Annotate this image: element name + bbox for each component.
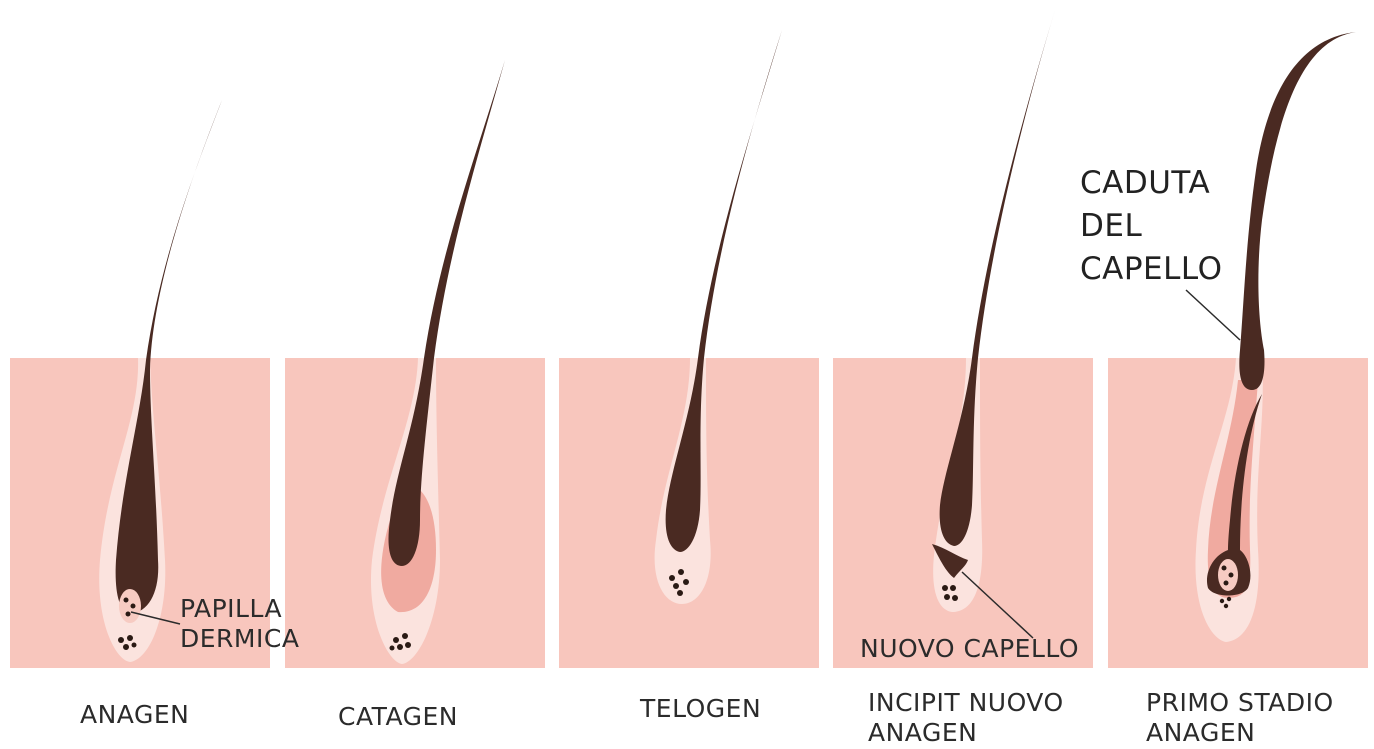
stage-label-telogen: TELOGEN (640, 694, 761, 724)
annotation-papilla-line1: PAPILLA (180, 594, 299, 624)
stage-label-catagen: CATAGEN (338, 702, 458, 732)
stage-label-incipit: INCIPIT NUOVO ANAGEN (868, 688, 1064, 748)
annotation-caduta-line3: CAPELLO (1080, 248, 1222, 291)
stage-label-anagen: ANAGEN (80, 700, 189, 730)
annotation-caduta-line1: CADUTA (1080, 162, 1222, 205)
stage-label-incipit-line2: ANAGEN (868, 718, 1064, 748)
annotation-papilla-line2: DERMICA (180, 624, 299, 654)
stage-label-primo: PRIMO STADIO ANAGEN (1146, 688, 1334, 748)
stage-label-primo-line2: ANAGEN (1146, 718, 1334, 748)
stage-label-primo-line1: PRIMO STADIO (1146, 688, 1334, 718)
annotation-caduta-line2: DEL (1080, 205, 1222, 248)
stage-label-incipit-line1: INCIPIT NUOVO (868, 688, 1064, 718)
annotation-papilla-dermica: PAPILLA DERMICA (180, 594, 299, 654)
annotation-nuovo-capello: NUOVO CAPELLO (860, 634, 1079, 664)
annotation-caduta-del-capello: CADUTA DEL CAPELLO (1080, 162, 1222, 291)
